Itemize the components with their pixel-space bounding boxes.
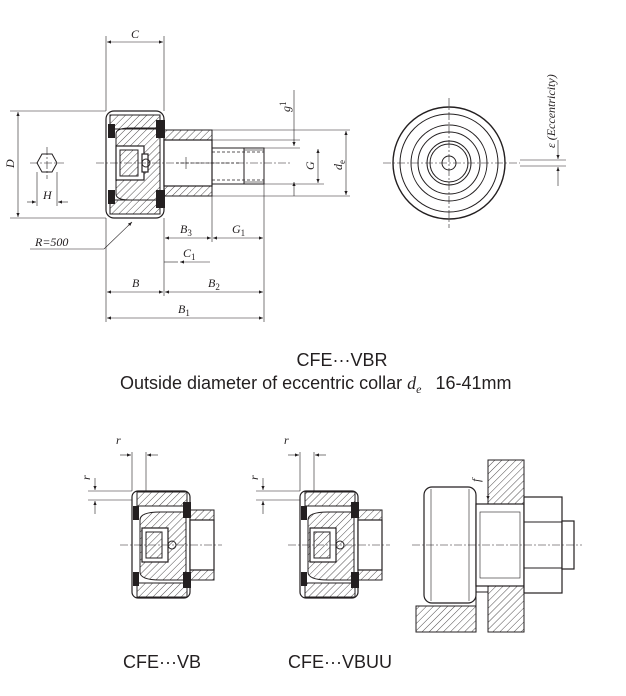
svg-text:g1: g1 xyxy=(278,102,293,113)
bottom-middle-caption: CFE···VBUU xyxy=(288,652,392,672)
dim-B3: B xyxy=(180,222,188,236)
bl-r-side: r xyxy=(79,475,93,480)
bottom-right-figure: f xyxy=(412,459,582,633)
dim-D: D xyxy=(3,159,17,169)
dim-G: G xyxy=(303,161,317,170)
svg-text:B2: B2 xyxy=(208,276,220,292)
top-side-view xyxy=(30,110,292,219)
br-f: f xyxy=(469,477,483,482)
dim-C1-sub: 1 xyxy=(191,252,196,262)
dim-g1-sup: 1 xyxy=(278,102,288,107)
dim-B1-sub: 1 xyxy=(185,308,190,318)
bm-r-side: r xyxy=(247,475,261,480)
top-caption-model: CFE···VBR xyxy=(297,350,388,370)
dim-g1: g xyxy=(279,106,293,112)
dim-C: C xyxy=(131,27,140,41)
top-dimensions: C D H R=500 g1 G de B3 xyxy=(3,27,350,322)
bottom-left-figure: r r xyxy=(79,433,222,599)
svg-text:B1: B1 xyxy=(178,302,190,318)
top-end-view: ε (Eccentricity) xyxy=(383,74,566,228)
caption-range: 16-41mm xyxy=(435,373,511,393)
dim-de-sub: e xyxy=(337,160,347,164)
svg-text:B3: B3 xyxy=(180,222,192,238)
eccentricity-label: ε (Eccentricity) xyxy=(544,74,558,148)
dim-B: B xyxy=(132,276,140,290)
bm-r-top: r xyxy=(284,433,289,447)
bottom-middle-figure: r r xyxy=(247,433,390,599)
dim-B3-sub: 3 xyxy=(187,228,192,238)
bottom-left-caption: CFE···VB xyxy=(123,652,201,672)
dim-B2: B xyxy=(208,276,216,290)
svg-text:de: de xyxy=(331,160,347,170)
dim-H: H xyxy=(42,188,53,202)
svg-text:C1: C1 xyxy=(183,246,196,262)
caption-symbol: d xyxy=(407,373,417,393)
dim-G1: G xyxy=(232,222,241,236)
dim-de: d xyxy=(331,163,345,170)
dim-B2-sub: 2 xyxy=(215,282,220,292)
svg-text:G1: G1 xyxy=(232,222,245,238)
caption-symbol-sub: e xyxy=(416,382,422,396)
dim-G1-sub: 1 xyxy=(241,228,246,238)
dim-B1: B xyxy=(178,302,186,316)
dim-R: R=500 xyxy=(34,235,68,249)
bl-r-top: r xyxy=(116,433,121,447)
dim-C1: C xyxy=(183,246,192,260)
